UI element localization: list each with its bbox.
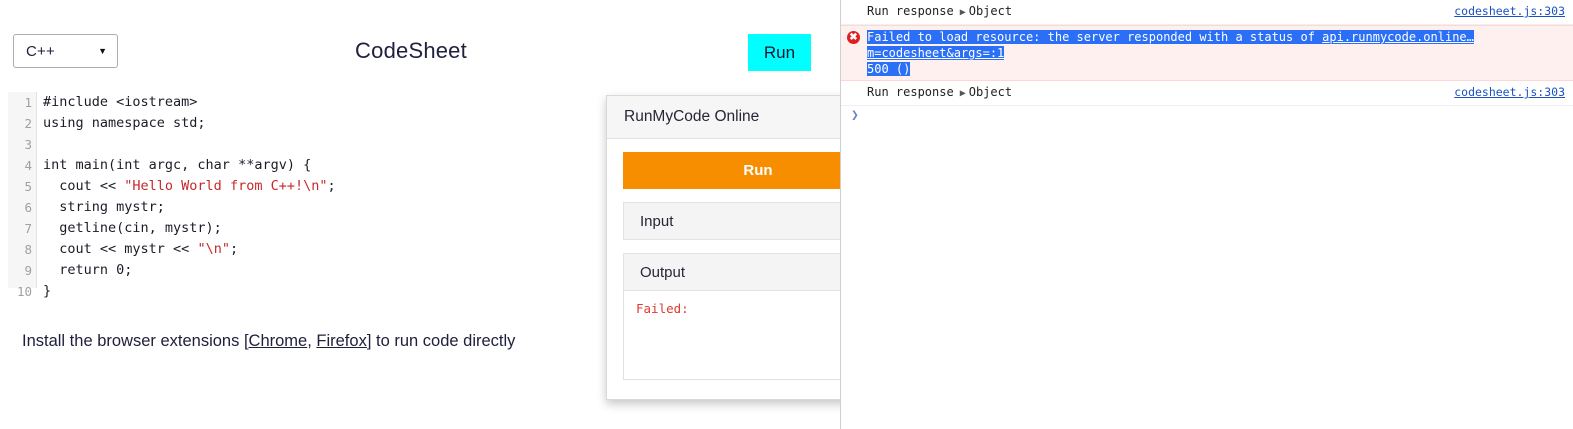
code-string-token: "Hello World from C++!\n": [124, 178, 328, 194]
code-string-token: "\n": [197, 241, 230, 257]
console-message: Run response: [867, 85, 954, 99]
code-token: ;: [229, 241, 239, 257]
line-number: 2: [24, 116, 32, 131]
runmycode-output-text: Failed:: [623, 291, 840, 380]
code-token: cout << mystr <<: [43, 241, 198, 257]
console-object-label[interactable]: Object: [968, 85, 1013, 99]
extensions-note-suffix: ] to run code directly: [366, 332, 516, 350]
line-number: 6: [24, 200, 32, 215]
code-line: cout << mystr << "\n";: [37, 239, 808, 260]
console-object-label[interactable]: Object: [968, 4, 1013, 18]
line-number: 3: [24, 137, 32, 152]
code-line: }: [43, 283, 52, 299]
chrome-extension-link[interactable]: Chrome: [248, 332, 308, 350]
extensions-note: Install the browser extensions [Chrome, …: [22, 332, 515, 351]
code-line: return 0;: [37, 260, 808, 281]
code-line: int main(int argc, char **argv) {: [43, 157, 312, 173]
error-icon: ✖: [847, 31, 860, 44]
extensions-note-prefix: Install the browser extensions [: [22, 332, 249, 350]
console-log-row[interactable]: Run response ▶Object codesheet.js:303: [841, 81, 1573, 106]
runmycode-input-section[interactable]: Input: [623, 202, 840, 240]
code-line: cout << "Hello World from C++!\n";: [37, 176, 808, 197]
code-line: #include <iostream>: [43, 94, 198, 110]
console-log-row[interactable]: Run response ▶Object codesheet.js:303: [841, 0, 1573, 25]
console-error-row[interactable]: ✖ Failed to load resource: the server re…: [841, 25, 1573, 81]
code-token: cout <<: [43, 178, 125, 194]
runmycode-panel-title: RunMyCode Online: [607, 96, 840, 139]
line-number: 8: [24, 242, 32, 257]
disclosure-triangle-icon[interactable]: ▶: [959, 88, 966, 99]
codesheet-page: C++ ▼ CodeSheet Run 1 2 3 4 5 6 7 8 9 10…: [0, 0, 840, 400]
extensions-note-separator: ,: [307, 332, 317, 350]
chevron-down-icon: ▼: [98, 45, 107, 56]
editor-gutter: 1 2 3 4 5 6 7 8 9 10: [8, 92, 37, 299]
line-number: 10: [16, 284, 32, 299]
runmycode-panel-body: Run Input Output Failed:: [607, 139, 840, 394]
firefox-extension-link[interactable]: Firefox: [316, 332, 367, 350]
code-token: ;: [327, 178, 336, 194]
runmycode-panel: RunMyCode Online Run Input Output Failed…: [606, 95, 840, 400]
line-number: 9: [24, 263, 32, 278]
console-message: Run response: [867, 4, 954, 18]
code-line: getline(cin, mystr);: [43, 220, 222, 236]
console-input-prompt[interactable]: ❯: [841, 106, 1573, 127]
line-number: 1: [24, 95, 32, 110]
editor-code-area[interactable]: #include <iostream> using namespace std;…: [37, 92, 808, 302]
line-number: 7: [24, 221, 32, 236]
code-line: string mystr;: [43, 199, 165, 215]
run-button[interactable]: Run: [748, 34, 811, 71]
console-source-link[interactable]: codesheet.js:303: [1454, 4, 1565, 18]
prompt-caret-icon: ❯: [851, 108, 859, 123]
devtools-console-panel: Run response▶Object codesheet.js:303 ✖ F…: [840, 0, 1573, 429]
console-error-message: Failed to load resource: the server resp…: [867, 30, 1323, 44]
language-select[interactable]: C++ ▼: [13, 34, 118, 68]
code-line: using namespace std;: [43, 115, 206, 131]
disclosure-triangle-icon[interactable]: ▶: [959, 7, 966, 18]
runmycode-output-section[interactable]: Output: [623, 253, 840, 291]
page-title: CodeSheet: [355, 38, 467, 63]
page-header: C++ ▼ CodeSheet Run: [0, 0, 840, 88]
console-source-link[interactable]: codesheet.js:303: [1454, 85, 1565, 99]
runmycode-run-button[interactable]: Run: [623, 152, 840, 189]
code-token: return 0;: [43, 262, 133, 278]
language-select-value: C++: [26, 42, 55, 60]
line-number: 4: [24, 158, 32, 173]
line-number: 5: [24, 179, 32, 194]
console-error-status: 500 (): [867, 62, 911, 76]
